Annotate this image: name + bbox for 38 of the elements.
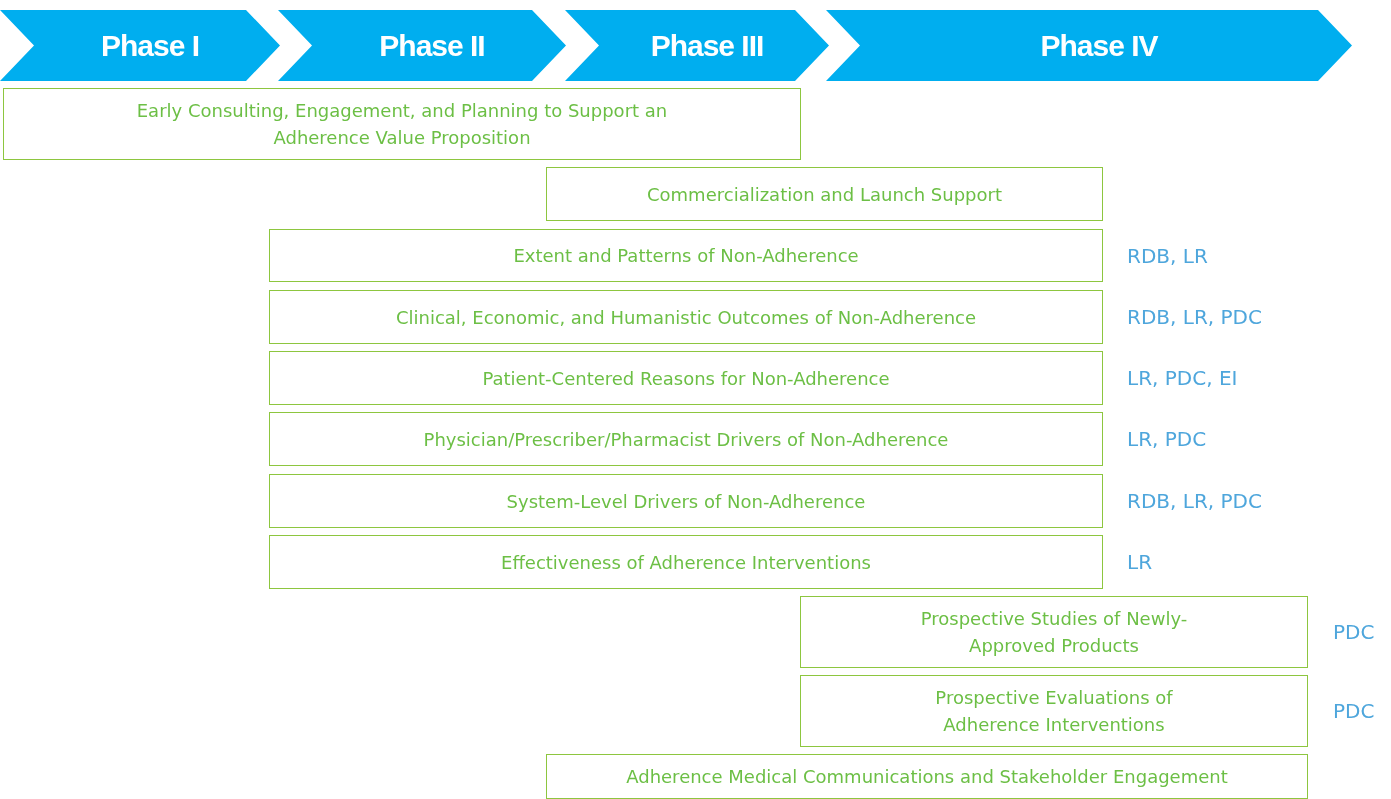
phase-label: Phase IV: [1039, 28, 1159, 63]
activity-label: Commercialization and Launch Support: [647, 182, 1002, 207]
method-annotation: LR, PDC: [1127, 427, 1207, 451]
activity-bar: [269, 535, 1103, 589]
phase-label: Phase III: [649, 28, 765, 63]
activity-label: Prospective Evaluations of Adherence Interventions: [934, 686, 1174, 737]
method-annotation: RDB, LR, PDC: [1127, 305, 1262, 329]
activity-label: Early Consulting, Engagement, and Planning to Support an Adherence Value Proposition: [135, 99, 669, 150]
activity-label: Effectiveness of Adherence Interventions: [501, 550, 871, 575]
activity-label: Extent and Patterns of Non-Adherence: [513, 244, 859, 268]
method-annotation: LR: [1127, 550, 1153, 574]
activity-bar: [269, 351, 1103, 405]
activity-label: Adherence Medical Communications and Stakeholder Engagement: [626, 765, 1228, 789]
activity-bar: [800, 596, 1308, 668]
activity-label: Clinical, Economic, and Humanistic Outcomes of Non-Adherence: [395, 305, 977, 330]
phase-label: Phase I: [99, 28, 201, 63]
activity-bar: [269, 412, 1103, 466]
activity-bar: [3, 88, 801, 160]
phase-banner: [565, 10, 829, 81]
phase-banner: [826, 10, 1352, 81]
activity-label: Prospective Studies of Newly-Approved Products: [919, 607, 1189, 658]
method-annotation: RDB, LR, PDC: [1127, 489, 1262, 513]
activity-label: System-Level Drivers of Non-Adherence: [506, 489, 866, 514]
phase-label: Phase II: [378, 28, 486, 63]
method-annotation: LR, PDC, EI: [1127, 366, 1238, 390]
activity-bar: [546, 167, 1103, 221]
activity-bar: [269, 229, 1103, 282]
activity-bar: [269, 290, 1103, 344]
method-annotation: RDB, LR: [1127, 243, 1208, 268]
activity-bar: [800, 675, 1308, 747]
activity-label: Physician/Prescriber/Pharmacist Drivers of Non-Adherence: [423, 427, 949, 452]
phase-banner: [0, 10, 280, 81]
activity-bar: [546, 754, 1308, 799]
activity-bar: [269, 474, 1103, 528]
method-annotation: PDC: [1333, 699, 1375, 723]
activity-label: Patient-Centered Reasons for Non-Adherence: [482, 366, 890, 391]
phase-banner: [278, 10, 566, 81]
method-annotation: PDC: [1333, 620, 1375, 644]
